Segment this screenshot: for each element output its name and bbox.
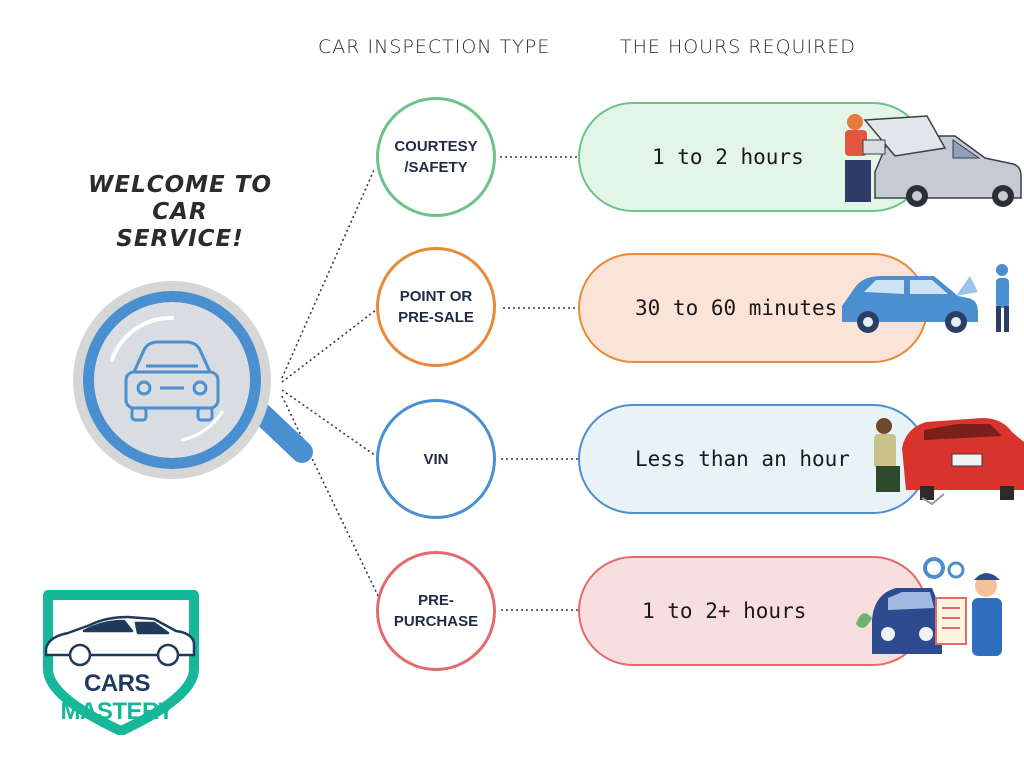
- hours-column-header: THE HOURS REQUIRED: [620, 36, 856, 58]
- magnifier-car-icon: [73, 281, 313, 479]
- welcome-line-3: SERVICE!: [116, 226, 244, 252]
- type-column-header: CAR INSPECTION TYPE: [318, 36, 551, 58]
- mechanic-red-car-icon: [874, 418, 1024, 506]
- inspection-type-courtesy-safety: COURTESY/SAFETY: [376, 97, 496, 217]
- welcome-title: WELCOME TO CAR SERVICE!: [60, 172, 300, 253]
- hours-text: 1 to 2 hours: [652, 145, 804, 169]
- logo-word-cars: CARS: [83, 670, 151, 697]
- mechanic-checklist-car-icon: [856, 557, 1002, 656]
- type-label-line-2: /SAFETY: [404, 159, 468, 176]
- type-label-line-2: PURCHASE: [393, 613, 479, 630]
- welcome-line-2: CAR: [152, 199, 208, 225]
- inspection-type-pre-purchase: PRE- PURCHASE: [376, 551, 496, 671]
- hours-pill-vin: Less than an hour: [578, 404, 928, 514]
- hours-text: 1 to 2+ hours: [642, 599, 807, 623]
- logo-word-mastery: MASTERY: [60, 698, 174, 725]
- inspection-type-vin: VIN: [376, 399, 496, 519]
- hours-pill-pre-purchase: 1 to 2+ hours: [578, 556, 928, 666]
- cars-mastery-logo: [43, 590, 199, 735]
- mechanic-laptop-car-icon: [845, 114, 1022, 207]
- logo-wordmark: CARS MASTERY: [27, 670, 207, 726]
- type-label-line-1: VIN: [423, 450, 449, 468]
- type-label-line-1: COURTESY: [394, 138, 478, 155]
- connector-line-3: [281, 389, 377, 457]
- type-label-line-2: PRE-SALE: [398, 309, 474, 326]
- type-label-line-1: POINT OR: [399, 288, 473, 305]
- type-label-line-1: PRE-: [418, 592, 454, 609]
- welcome-line-1: WELCOME TO: [87, 172, 273, 198]
- gear-icon: [923, 557, 965, 579]
- hours-text: Less than an hour: [635, 447, 850, 471]
- mechanic-blue-car-icon: [842, 264, 1009, 333]
- hours-text: 30 to 60 minutes: [635, 296, 838, 320]
- inspection-type-point-pre-sale: POINT OR PRE-SALE: [376, 247, 496, 367]
